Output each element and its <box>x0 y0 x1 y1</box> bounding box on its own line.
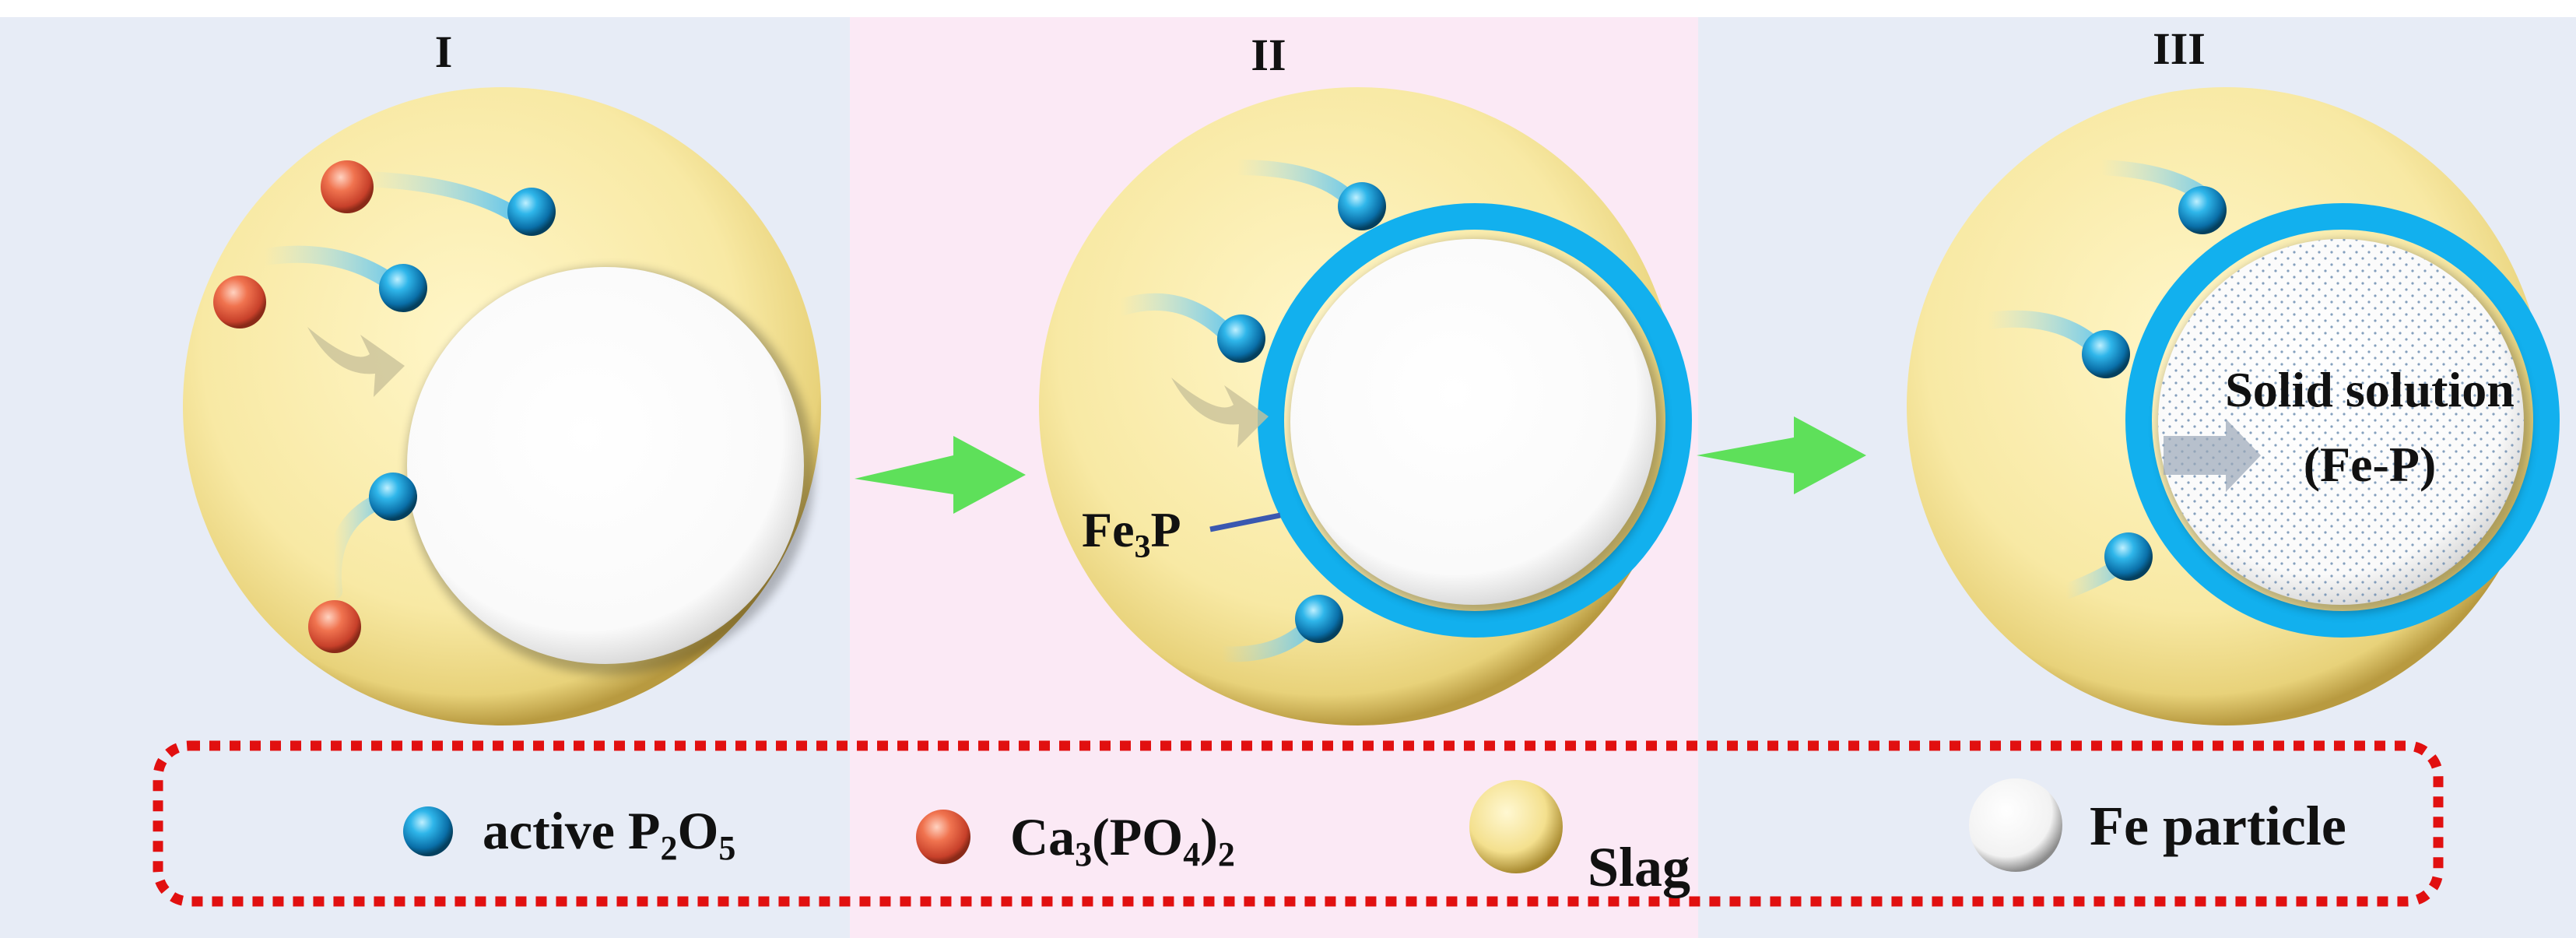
fe3p-shell <box>2125 203 2560 638</box>
legend-fe-label: Fe particle <box>2090 795 2346 857</box>
panel-1-scene <box>183 87 821 725</box>
legend: active P2O5 Ca3(PO4)2 Slag Fe particle <box>153 740 2444 907</box>
p2o5-sphere <box>1217 314 1265 363</box>
fe-p-label: (Fe-P) <box>2304 437 2437 492</box>
panel-3-label: III <box>2153 23 2206 74</box>
legend-ca3po42-label: Ca3(PO4)2 <box>1010 807 1235 873</box>
p2o5-sphere <box>507 188 556 236</box>
panel-2-scene: Fe3P <box>1039 87 1692 725</box>
green-arrow-icon <box>1697 416 1866 494</box>
p2o5-sphere <box>2082 330 2130 378</box>
solid-solution-label: Solid solution <box>2225 362 2515 417</box>
white-sphere-icon <box>1969 778 2062 872</box>
p2o5-sphere <box>379 264 427 312</box>
p2o5-sphere <box>2104 532 2153 581</box>
panel-2-label: II <box>1251 30 1286 80</box>
green-arrow-icon <box>855 436 1026 514</box>
yellow-sphere-icon <box>1469 780 1563 873</box>
ca3po42-sphere <box>213 276 266 328</box>
ca3po42-sphere <box>321 160 374 213</box>
fe-particle <box>1290 239 1656 605</box>
p2o5-sphere <box>1338 182 1386 230</box>
fe3p-label: Fe3P <box>1082 502 1181 565</box>
legend-p2o5-label: active P2O5 <box>483 801 735 867</box>
panel-1-label: I <box>435 26 453 77</box>
p2o5-sphere <box>1295 595 1343 643</box>
red-sphere-icon <box>916 810 970 864</box>
fe3p-shell <box>1258 203 1692 638</box>
blue-sphere-icon <box>403 806 453 856</box>
fe-particle <box>407 267 804 664</box>
ca3po42-sphere <box>308 600 361 653</box>
legend-slag-label: Slag <box>1588 836 1690 898</box>
p2o5-sphere <box>369 473 417 521</box>
panel-3-scene: Solid solution (Fe-P) <box>1907 87 2560 725</box>
p2o5-sphere <box>2178 186 2227 234</box>
legend-border <box>153 740 2444 907</box>
